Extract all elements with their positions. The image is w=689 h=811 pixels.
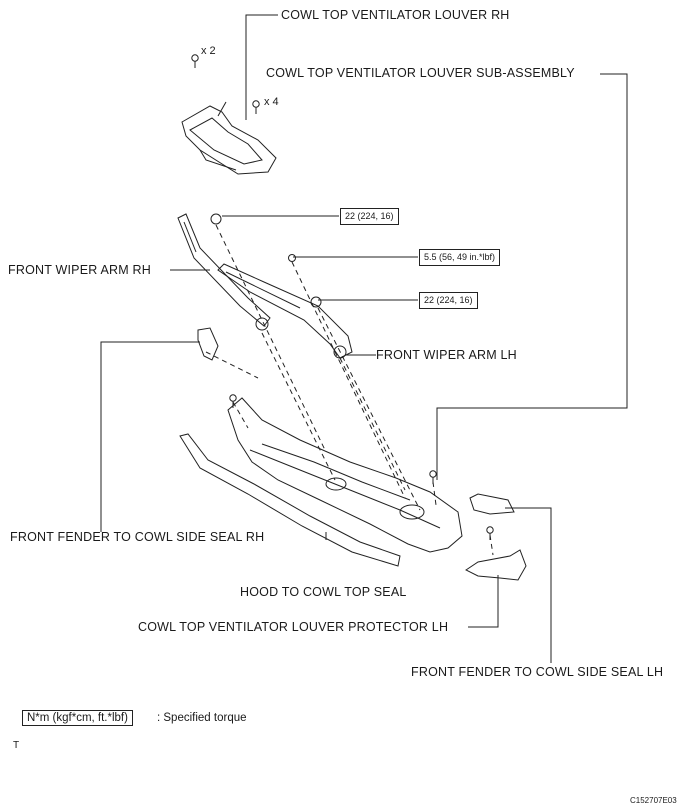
torque-box-nut-lh: 22 (224, 16) <box>419 292 478 309</box>
legend-description: : Specified torque <box>157 712 247 724</box>
label-fender-seal-rh: FRONT FENDER TO COWL SIDE SEAL RH <box>10 530 265 544</box>
clip-fasteners <box>191 54 260 114</box>
alignment-lines <box>205 224 494 556</box>
label-louver-rh: COWL TOP VENTILATOR LOUVER RH <box>281 8 510 22</box>
quantity-clip-a: x 2 <box>201 45 216 57</box>
label-louver-protector-lh: COWL TOP VENTILATOR LOUVER PROTECTOR LH <box>138 620 449 634</box>
torque-box-nut-mid: 5.5 (56, 49 in.*lbf) <box>419 249 501 266</box>
torque-box-nut-rh: 22 (224, 16) <box>340 208 399 225</box>
fender-seal-lh-part <box>469 493 515 515</box>
label-wiper-arm-rh: FRONT WIPER ARM RH <box>8 263 151 277</box>
wiper-arm-rh-part <box>177 213 271 331</box>
label-wiper-arm-lh: FRONT WIPER ARM LH <box>376 348 517 362</box>
hood-seal-part <box>179 433 401 567</box>
label-hood-seal: HOOD TO COWL TOP SEAL <box>240 585 407 599</box>
quantity-clip-b: x 4 <box>264 96 279 108</box>
louver-rh-part <box>181 101 277 175</box>
fender-seal-rh-part <box>197 327 219 361</box>
figure-id: C152707E03 <box>630 796 677 805</box>
legend-torque-unit: N*m (kgf*cm, ft.*lbf) <box>22 710 133 726</box>
leader-lines <box>100 14 628 663</box>
label-fender-seal-lh: FRONT FENDER TO COWL SIDE SEAL LH <box>411 665 664 679</box>
louver-sub-assembly-part <box>227 394 463 553</box>
louver-protector-lh-part <box>465 526 527 581</box>
wiper-arm-lh-part <box>217 254 353 359</box>
label-louver-sub-assembly: COWL TOP VENTILATOR LOUVER SUB-ASSEMBLY <box>266 66 575 80</box>
orientation-mark: T <box>13 740 20 751</box>
